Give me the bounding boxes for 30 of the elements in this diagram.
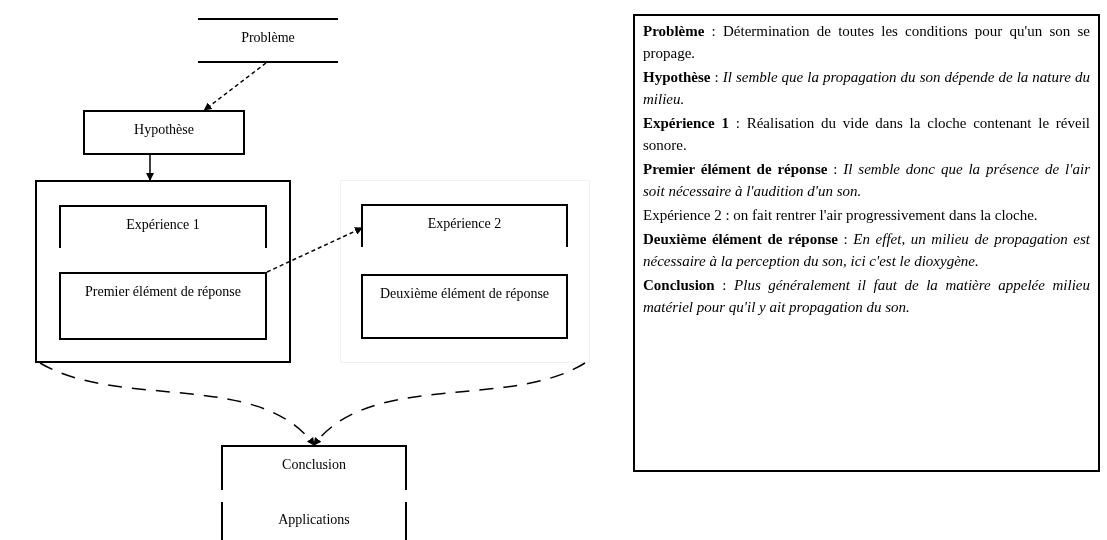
arrow	[146, 154, 154, 181]
box-label: Applications	[278, 511, 350, 529]
process-box	[361, 274, 568, 339]
arrow	[313, 362, 586, 446]
process-box	[221, 445, 407, 490]
paragraph: Deuxième élément de réponse : En effet, un milieu de propagation est nécessaire à la perception du son, ici c'est le dioxygène.	[643, 230, 1090, 271]
box-label: Deuxième élément de réponse	[379, 285, 550, 303]
group-box	[340, 180, 590, 363]
process-box	[83, 110, 245, 155]
paragraph: Expérience 1 : Réalisation du vide dans la cloche contenant le réveil sonore.	[643, 114, 1090, 155]
arrow	[39, 362, 315, 446]
box-label: Hypothèse	[134, 121, 194, 139]
arrow	[266, 227, 363, 273]
arrow	[203, 62, 267, 111]
paragraph: Conclusion : Plus généralement il faut de la matière appelée milieu matériel pour qu'il y ait propagation du son.	[643, 276, 1090, 317]
group-box	[35, 180, 291, 363]
box-label: Premier élément de réponse	[85, 283, 241, 301]
box-label: Conclusion	[282, 456, 346, 474]
text-panel	[633, 14, 1100, 472]
box-label: Problème	[241, 29, 295, 47]
process-box	[59, 272, 267, 340]
paragraph: Hypothèse : Il semble que la propagation du son dépende de la nature du milieu.	[643, 68, 1090, 109]
box-label: Expérience 1	[126, 216, 200, 234]
process-box	[361, 204, 568, 247]
paragraph: Problème : Détermination de toutes les conditions pour qu'un son se propage.	[643, 22, 1090, 63]
paragraph: Premier élément de réponse : Il semble donc que la présence de l'air soit nécessaire à l'audition d'un son.	[643, 160, 1090, 201]
paragraph: Expérience 2 : on fait rentrer l'air progressivement dans la cloche.	[643, 206, 1039, 225]
process-box	[221, 502, 407, 540]
box-label: Expérience 2	[427, 215, 502, 233]
process-box	[59, 205, 267, 248]
